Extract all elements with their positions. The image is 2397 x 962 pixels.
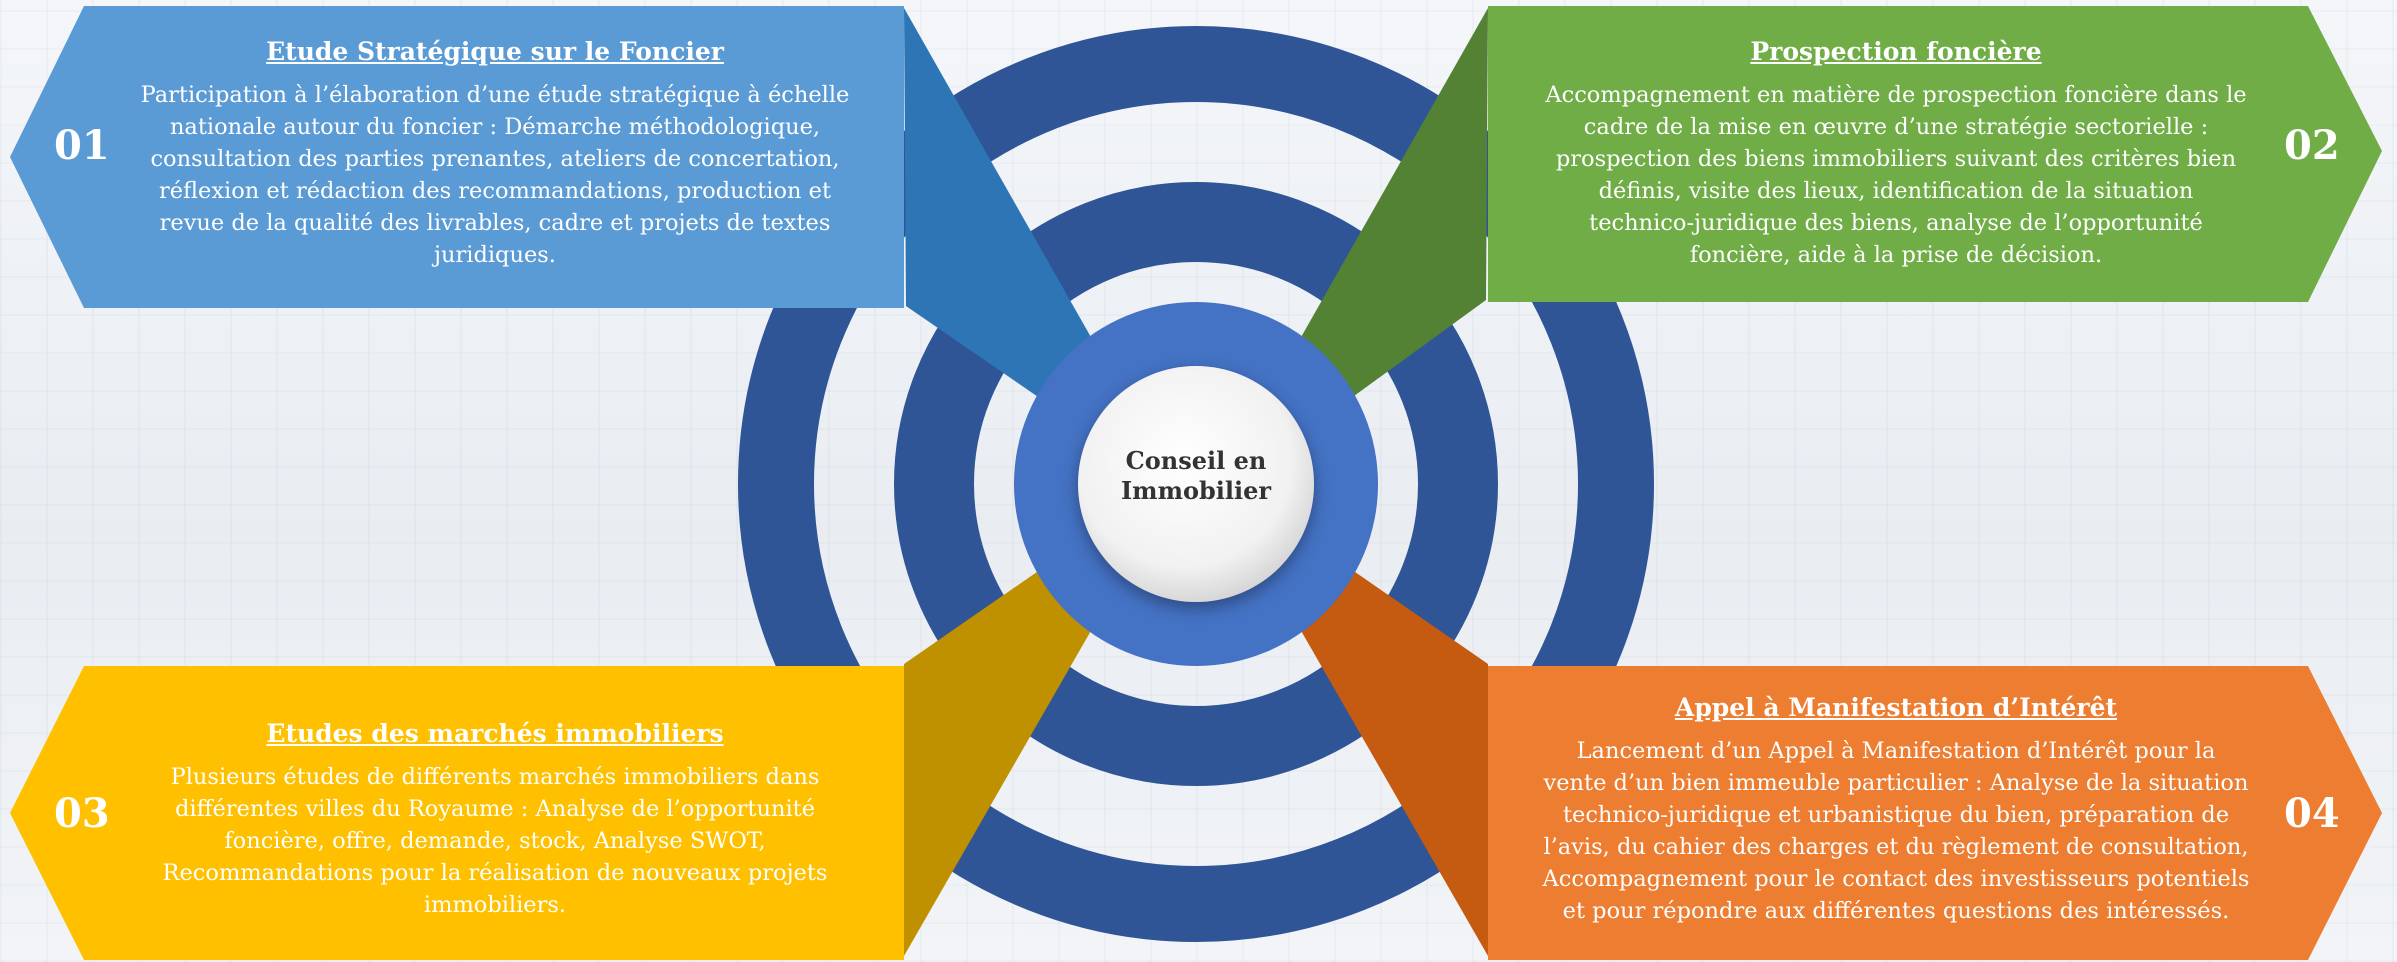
item-02-body: Accompagnement en matière de prospection… — [1520, 79, 2272, 271]
item-04-number: 04 — [2284, 790, 2340, 837]
center-label: Conseil en Immobilier — [1076, 446, 1316, 506]
item-02-line: foncière, aide à la prise de décision. — [1689, 241, 2103, 268]
item-03-box: Etudes des marchés immobiliers Plusieurs… — [120, 718, 870, 921]
item-02-number: 02 — [2284, 122, 2340, 169]
item-01-box: Etude Stratégique sur le Foncier Partici… — [120, 36, 870, 271]
box-02-shape — [1488, 6, 2382, 302]
item-02-line: cadre de la mise en œuvre d’une stratégi… — [1583, 113, 2209, 140]
box-01-shape — [10, 6, 904, 308]
arm-green — [1296, 8, 1488, 412]
item-03-body: Plusieurs études de différents marchés i… — [120, 761, 870, 921]
item-01-line: Participation à l’élaboration d’une étud… — [140, 81, 850, 108]
center-label-line1: Conseil en — [1125, 446, 1267, 475]
outer-ring — [738, 26, 1654, 942]
item-02-line: prospection des biens immobiliers suivan… — [1555, 145, 2237, 172]
item-01-body: Participation à l’élaboration d’une étud… — [120, 79, 870, 271]
item-04-line: Accompagnement pour le contact des inves… — [1542, 865, 2250, 892]
item-01-line: nationale autour du foncier : Démarche m… — [169, 113, 821, 140]
arm-orange — [1296, 556, 1488, 956]
arm-blue — [904, 8, 1096, 412]
item-03-line: Recommandations pour la réalisation de n… — [162, 859, 828, 886]
item-04-line: technico-juridique et urbanistique du bi… — [1562, 801, 2230, 828]
item-03-line: immobiliers. — [423, 891, 567, 918]
middle-ring — [894, 182, 1498, 786]
item-04-body: Lancement d’un Appel à Manifestation d’I… — [1520, 735, 2272, 927]
item-04-line: Lancement d’un Appel à Manifestation d’I… — [1576, 737, 2216, 764]
item-03-line: foncière, offre, demande, stock, Analyse… — [224, 827, 766, 854]
item-02-title: Prospection foncière — [1750, 37, 2042, 66]
item-01-line: consultation des parties prenantes, atel… — [150, 145, 840, 172]
item-04-title: Appel à Manifestation d’Intérêt — [1674, 693, 2118, 722]
item-04-line: l’avis, du cahier des charges et du règl… — [1543, 833, 2249, 860]
item-02-line: Accompagnement en matière de prospection… — [1545, 81, 2247, 108]
box-04-shape — [1488, 666, 2382, 960]
item-04-box: Appel à Manifestation d’Intérêt Lancemen… — [1520, 692, 2272, 927]
item-01-line: réflexion et rédaction des recommandatio… — [158, 177, 832, 204]
item-03-number: 03 — [54, 790, 110, 837]
item-03-line: différentes villes du Royaume : Analyse … — [174, 795, 816, 822]
item-01-line: juridiques. — [434, 241, 556, 268]
item-01-title: Etude Stratégique sur le Foncier — [266, 37, 724, 66]
item-03-line: Plusieurs études de différents marchés i… — [170, 763, 820, 790]
item-02-box: Prospection foncière Accompagnement en m… — [1520, 36, 2272, 271]
item-03-title: Etudes des marchés immobiliers — [266, 719, 724, 748]
center-hub — [1078, 366, 1314, 602]
item-01-line: revue de la qualité des livrables, cadre… — [159, 209, 831, 236]
item-04-line: vente d’un bien immeuble particulier : A… — [1543, 769, 2249, 796]
center-label-line2: Immobilier — [1120, 476, 1272, 505]
item-04-line: et pour répondre aux différentes questio… — [1562, 897, 2230, 924]
item-01-number: 01 — [54, 122, 110, 169]
arm-yellow — [904, 556, 1096, 956]
item-02-line: définis, visite des lieux, identificatio… — [1598, 177, 2194, 204]
box-03-shape — [10, 666, 904, 960]
item-02-line: technico-juridique des biens, analyse de… — [1589, 209, 2203, 236]
